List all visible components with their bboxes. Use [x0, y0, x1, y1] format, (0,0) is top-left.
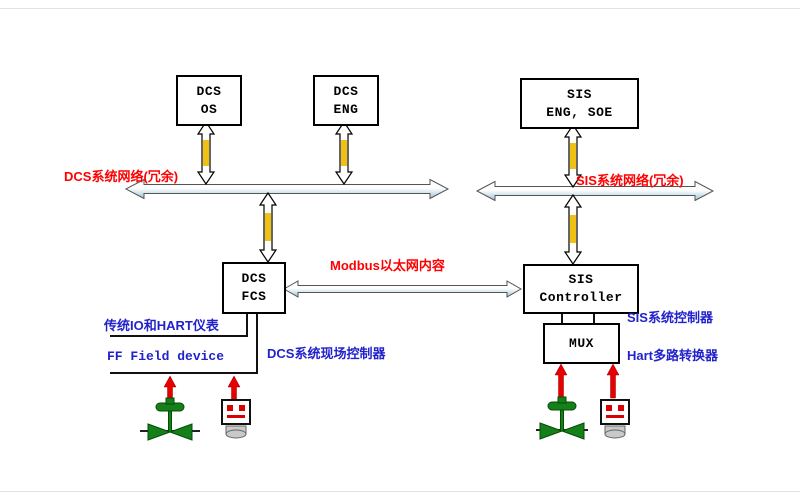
- node-dcs-os-line1: DCS: [196, 83, 222, 99]
- node-dcs-os: DCS OS: [176, 75, 242, 126]
- node-dcs-eng: DCS ENG: [313, 75, 379, 126]
- frame-line-bottom: [0, 491, 800, 492]
- node-mux-line1: MUX: [569, 335, 594, 351]
- red-arrow-valve-left: [163, 375, 177, 403]
- red-arrow-transmitter-left: [227, 375, 241, 403]
- label-modbus-link: Modbus以太网内容: [330, 258, 445, 273]
- control-valve-left-icon: [140, 397, 200, 441]
- label-hart-multiplexer: Hart多路转换器: [627, 348, 719, 363]
- node-sis-controller: SIS Controller: [523, 264, 639, 314]
- node-sis-eng-soe: SIS ENG, SOE: [520, 78, 639, 129]
- node-sis-eng-soe-line2: ENG, SOE: [546, 104, 613, 120]
- node-dcs-os-line2: OS: [200, 101, 218, 117]
- connector-dcs-os-to-bus: [196, 120, 216, 186]
- node-dcs-eng-line1: DCS: [333, 83, 359, 99]
- node-mux: MUX: [543, 323, 620, 364]
- connector-bus-to-sis-controller: [563, 193, 583, 266]
- label-dcs-network: DCS系统网络(冗余): [64, 169, 179, 184]
- modbus-link-arrow: [282, 280, 523, 298]
- connector-bus-to-dcs-fcs: [258, 191, 278, 264]
- node-dcs-fcs: DCS FCS: [222, 262, 286, 314]
- transmitter-right-icon: [600, 399, 630, 439]
- red-arrow-valve-right: [554, 363, 568, 399]
- label-ff-field-device: FF Field device: [107, 349, 225, 364]
- label-dcs-field-controller: DCS系统现场控制器: [267, 346, 386, 361]
- frame-line-top: [0, 8, 800, 9]
- label-legacy-io-hart: 传统IO和HART仪表: [104, 318, 219, 333]
- transmitter-left-icon: [221, 399, 251, 439]
- label-sis-system-controller: SIS系统控制器: [627, 310, 713, 325]
- node-sis-eng-soe-line1: SIS: [567, 86, 592, 102]
- node-sis-controller-line2: Controller: [539, 290, 623, 305]
- node-sis-controller-line1: SIS: [568, 272, 594, 288]
- label-sis-network: SIS系统网络(冗余): [576, 173, 684, 188]
- control-valve-right-icon: [536, 396, 588, 440]
- node-dcs-fcs-line1: DCS: [241, 271, 267, 287]
- connector-dcs-eng-to-bus: [334, 120, 354, 186]
- red-arrow-transmitter-right: [606, 363, 620, 399]
- node-dcs-eng-line2: ENG: [333, 101, 359, 117]
- node-dcs-fcs-line2: FCS: [241, 289, 267, 304]
